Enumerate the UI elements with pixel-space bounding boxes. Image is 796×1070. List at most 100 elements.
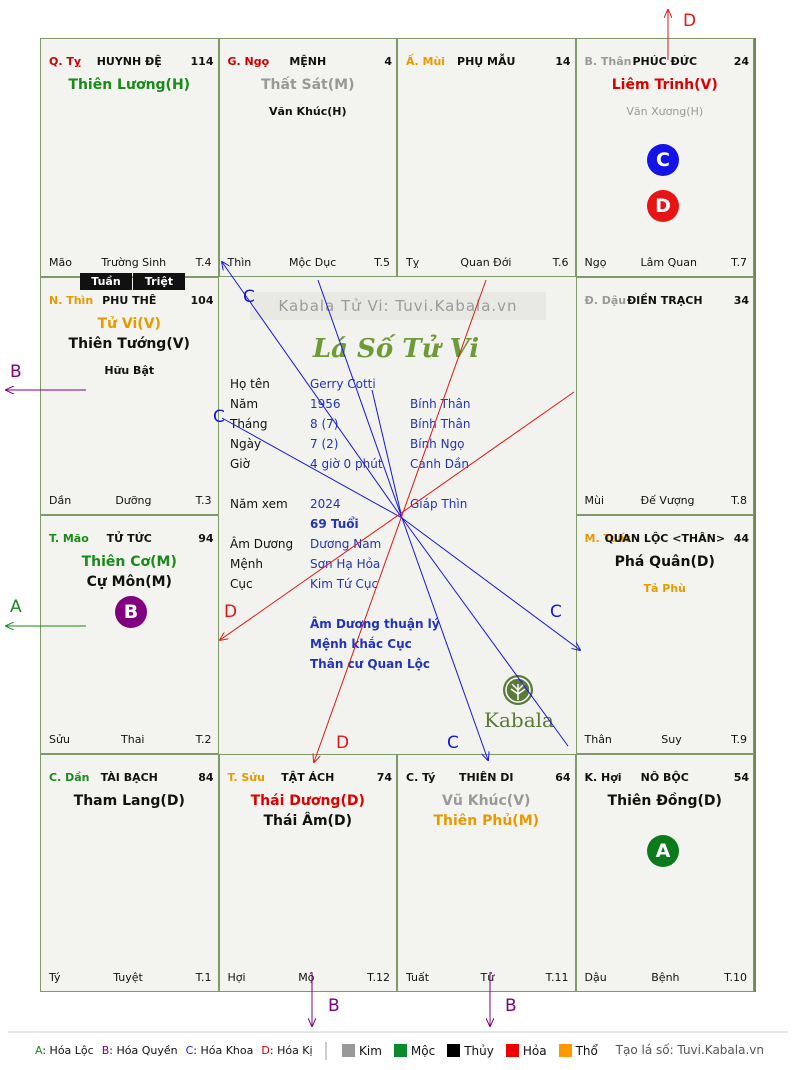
palace-foot-mid: Thai xyxy=(121,732,145,746)
legend-hoa-item: D: Hóa Kị xyxy=(261,1044,312,1057)
line-label-c-2: C xyxy=(213,407,225,427)
palace-foot-left: Tỵ xyxy=(406,255,420,269)
chart-note: Mệnh khắc Cục xyxy=(310,637,412,651)
palace-name: ĐIỀN TRẠCH xyxy=(626,293,703,307)
info-label: Mệnh xyxy=(230,557,263,571)
palace-foot-right: T.10 xyxy=(724,971,747,984)
palace-foot-mid: Bệnh xyxy=(651,971,680,984)
palace-foot-mid: Tử xyxy=(480,971,495,984)
legend-element-label: Hỏa xyxy=(522,1044,547,1058)
main-star: Tử Vi(V) xyxy=(97,315,161,332)
palace-foot-right: T.2 xyxy=(195,732,212,746)
info-label: Âm Dương xyxy=(230,537,294,551)
palace-foot-right: T.4 xyxy=(195,255,212,269)
palace-branch: T. Mão xyxy=(49,532,89,545)
palace-name: PHU THÊ xyxy=(102,293,157,307)
info-value: 69 Tuổi xyxy=(310,517,359,531)
palace-name: PHÚC ĐỨC xyxy=(632,55,698,68)
main-star: Thiên Lương(H) xyxy=(68,77,191,93)
legend-element-item: Hỏa xyxy=(505,1044,547,1058)
legend-colon: : xyxy=(109,1044,117,1057)
palace-number: 14 xyxy=(555,55,571,68)
palace-number: 54 xyxy=(733,770,749,784)
line-label-d-2: D xyxy=(336,733,350,753)
palace-branch: K. Hợi xyxy=(584,770,622,784)
palace-foot-mid: Quan Đới xyxy=(460,255,512,269)
palace-foot-mid: Tuyệt xyxy=(113,971,143,984)
line-label-c-1: C xyxy=(243,287,255,307)
line-c-to-corner xyxy=(401,517,569,747)
main-star: Thiên Đồng(D) xyxy=(607,792,722,809)
legend: A: Hóa Lộc B: Hóa Quyền C: Hóa Khoa D: Hóa … xyxy=(0,1032,796,1070)
palace-foot-right: T.1 xyxy=(195,971,212,984)
info-label: Ngày xyxy=(230,437,262,451)
badge-c: C xyxy=(647,144,679,176)
badge-a: A xyxy=(647,835,679,867)
legend-credit: Tạo lá số: Tuvi.Kabala.vn xyxy=(615,1043,764,1057)
main-star: Thiên Phủ(M) xyxy=(433,812,540,829)
minor-star: Tả Phù xyxy=(643,582,686,595)
palace-number: 24 xyxy=(733,55,749,68)
legend-element-item: Mộc xyxy=(393,1044,435,1058)
legend-hoa-item: B: Hóa Quyền xyxy=(102,1044,178,1057)
line-c-from-top xyxy=(371,389,403,519)
line-c-from-ngo xyxy=(317,279,403,519)
line-label-c-3: C xyxy=(550,602,562,622)
palace-name: MỆNH xyxy=(289,55,327,68)
palace-name: QUAN LỘC <THÂN> xyxy=(604,532,726,545)
watermark: Kabala Tử Vi: Tuvi.Kabala.vn xyxy=(250,292,546,320)
palace-branch: Q. Tỵ xyxy=(49,55,82,68)
minor-star: Văn Xương(H) xyxy=(626,105,704,118)
palace-number: 34 xyxy=(733,293,749,307)
legend-hoa-key: A xyxy=(35,1044,43,1057)
palace-foot-right: T.9 xyxy=(731,732,747,746)
element-swatch xyxy=(447,1044,461,1057)
palace-branch: G. Ngọ xyxy=(227,55,270,68)
palace-name: TÀI BẠCH xyxy=(100,770,158,784)
palace-branch: B. Thân xyxy=(584,55,632,68)
palace-foot-left: Tuất xyxy=(406,971,430,984)
palace-foot-left: Dần xyxy=(49,494,72,507)
info-value-2: Bính Thân xyxy=(410,397,471,411)
info-value: Sơn Hạ Hỏa xyxy=(310,557,381,571)
legend-hoa-label: Hóa Lộc xyxy=(49,1044,94,1057)
palace-branch: T. Sửu xyxy=(227,770,265,784)
arrow-label-left-top: B xyxy=(10,362,22,382)
info-label: Họ tên xyxy=(230,377,270,391)
main-star: Vũ Khúc(V) xyxy=(442,792,531,809)
element-swatch xyxy=(342,1044,355,1057)
info-value-2: Bính Thân xyxy=(410,417,471,431)
palace-foot-left: Mùi xyxy=(584,494,605,507)
info-value-2: Bính Ngọ xyxy=(410,437,465,451)
legend-hoa-key: C xyxy=(185,1044,194,1057)
palace-name: TẬT ÁCH xyxy=(281,770,335,784)
info-value: 4 giờ 0 phút xyxy=(310,457,383,471)
palace-foot-left: Ngọ xyxy=(584,255,607,269)
chart-note: Âm Dương thuận lý xyxy=(310,617,440,631)
minor-star: Văn Khúc(H) xyxy=(268,105,347,118)
legend-element-item: Thủy xyxy=(447,1044,494,1058)
palace-foot-left: Hợi xyxy=(227,971,246,984)
legend-hoa-item: C: Hóa Khoa xyxy=(186,1044,254,1057)
palace-number: 44 xyxy=(733,532,749,545)
legend-colon: : xyxy=(42,1044,50,1057)
legend-colon: : xyxy=(193,1044,201,1057)
palace-foot-mid: Mộ xyxy=(298,971,315,984)
main-star: Cự Môn(M) xyxy=(86,574,172,590)
element-swatch xyxy=(558,1044,572,1057)
main-star: Thái Âm(D) xyxy=(263,812,352,829)
palace-branch: M. Tuất xyxy=(584,532,631,545)
info-label: Năm xyxy=(230,397,259,411)
